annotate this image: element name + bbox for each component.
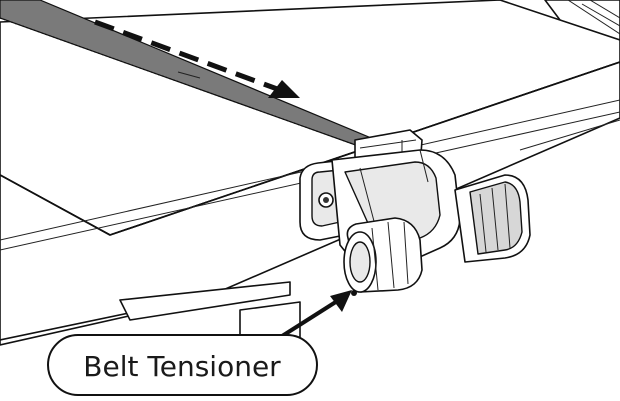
belt-direction-arrow <box>94 19 300 98</box>
callout-belt-tensioner: Belt Tensioner <box>47 334 318 396</box>
tensioner-assembly <box>299 129 531 296</box>
callout-label: Belt Tensioner <box>83 350 281 383</box>
